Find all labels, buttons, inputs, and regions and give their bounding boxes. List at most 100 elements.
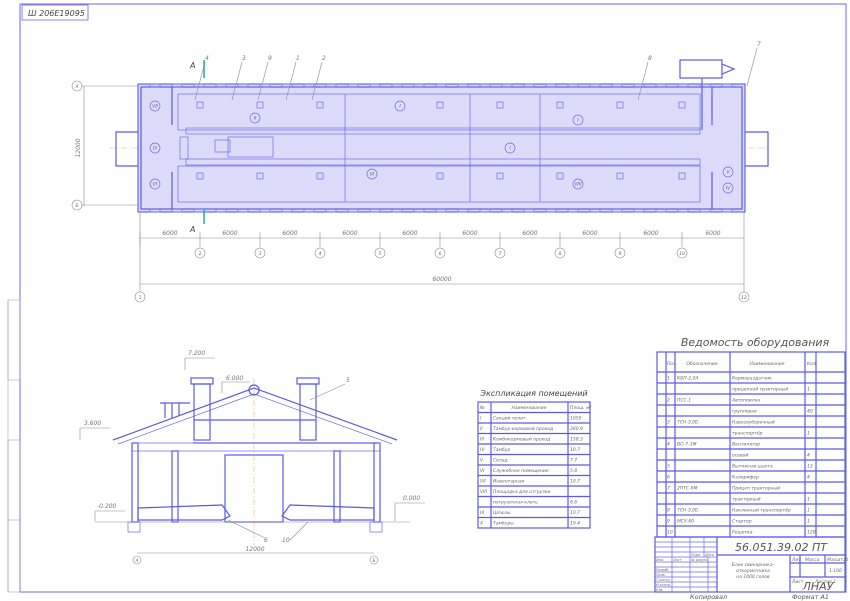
window: [347, 83, 359, 88]
column: [496, 101, 504, 109]
total-length-dim: 60000: [432, 276, 451, 283]
equipment-cell: Вытяжная шахта: [732, 464, 773, 470]
window: [325, 83, 337, 88]
equipment-cell: 2ПТС-6М: [677, 486, 698, 492]
equipment-header: Поз.: [667, 361, 677, 367]
equipment-7: [679, 59, 723, 79]
window: [655, 208, 667, 213]
signature-role: Разраб.: [656, 568, 669, 572]
rooms-cell: 158.3: [570, 437, 583, 443]
window: [303, 83, 315, 88]
entrance-left: [115, 131, 138, 167]
axis-label: 12: [741, 295, 747, 301]
leader-label: 4: [205, 55, 209, 62]
leader-label: 9: [268, 55, 272, 62]
equipment-cell: групповая: [732, 410, 757, 415]
room-mark: [149, 178, 161, 190]
leader-label: 6: [264, 537, 268, 544]
column: [556, 172, 564, 180]
room-mark: [249, 112, 261, 124]
signature-role: Дата: [704, 553, 714, 557]
axis-label: 6: [439, 251, 442, 257]
level-6000: 6.000: [226, 375, 243, 382]
equipment-cell: транспортёр: [732, 431, 763, 437]
window: [237, 208, 249, 213]
room-mark: [504, 142, 516, 154]
room-mark-label: IV: [726, 186, 731, 192]
sheet-label: Масштаб: [827, 557, 849, 563]
footer-copied: Копировал: [690, 593, 727, 601]
span-dim: 6000: [582, 230, 597, 237]
column: [256, 101, 264, 109]
width-dim: 12000: [75, 138, 82, 157]
signature-role: Т.контр.: [656, 578, 671, 582]
column: [556, 101, 564, 109]
window: [369, 208, 381, 213]
room-mark-label: III: [370, 172, 375, 178]
pen-right: [281, 504, 375, 521]
equipment-cell: тракторный: [732, 497, 761, 503]
signature-role: № докум.: [690, 558, 708, 562]
span-dim: 6000: [643, 230, 658, 237]
axis-marker: [314, 247, 326, 259]
equipment-cell: 1: [807, 431, 810, 437]
equipment-header: Кол.: [807, 361, 817, 367]
equipment-cell: 1: [807, 519, 810, 525]
axis-label: А: [74, 84, 78, 90]
window: [259, 83, 271, 88]
section-mark-top: А: [189, 61, 195, 70]
room-mark-label: VI: [153, 182, 158, 188]
axis-marker: [374, 247, 386, 259]
equipment-cell: 12: [807, 464, 813, 470]
axis-marker: [71, 80, 83, 92]
window: [699, 83, 711, 88]
room-mark: [394, 100, 406, 112]
drawing-name-line: Блок свинарника-: [732, 562, 775, 568]
axis-label: 9: [619, 251, 622, 257]
equipment-cell: 120: [807, 530, 816, 536]
axis-label: 1: [139, 295, 142, 301]
equipment-cell: 40: [807, 409, 813, 415]
level-7200: 7.200: [188, 350, 205, 357]
sheet-label: Масса: [805, 557, 820, 563]
rooms-cell: V: [480, 458, 484, 464]
window: [589, 83, 601, 88]
axis-marker: [494, 247, 506, 259]
axis-label: 10: [679, 251, 685, 257]
axis-label: 5: [379, 251, 382, 257]
axis-marker: [738, 291, 750, 303]
room-mark: [149, 142, 161, 154]
equipment-header: Обозначение: [686, 361, 717, 367]
column: [196, 101, 204, 109]
scale-value: 1:100: [829, 568, 842, 574]
rooms-cell: IV: [480, 447, 485, 453]
window: [523, 208, 535, 213]
leader-label: 7: [757, 41, 761, 48]
equipment-cell: Наклонный транспортёр: [732, 508, 791, 514]
equipment-cell: 4: [807, 453, 810, 459]
equipment-cell: 9: [667, 519, 670, 525]
equipment-cell: 8: [667, 508, 670, 514]
rooms-cell: Секция телят: [493, 416, 526, 422]
entrance-right: [745, 131, 769, 167]
rooms-cell: IX: [480, 510, 485, 516]
column: [616, 172, 624, 180]
window: [325, 208, 337, 213]
span-dim: 6000: [462, 230, 477, 237]
table-row: транспортёр 1: [732, 431, 810, 437]
sheet-label: Лит.: [791, 557, 802, 563]
section-mark-bottom: А: [189, 225, 195, 234]
window: [589, 208, 601, 213]
rooms-cell: 1050: [570, 416, 582, 422]
